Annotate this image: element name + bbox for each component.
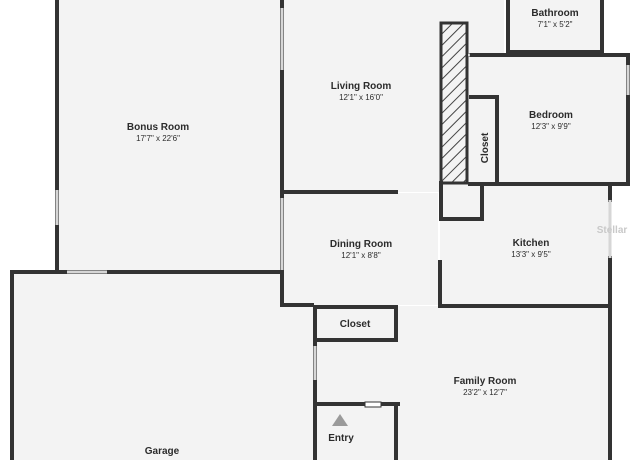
bonus-room-dims: 17'7" x 22'6" [136,134,180,143]
bathroom-floor [510,0,602,52]
openings [55,8,630,380]
entry-arrow-icon [332,414,348,426]
kitchen-floor [440,185,610,306]
garage-name: Garage [145,446,180,457]
floor-fills [12,0,628,460]
bonus-room-floor [57,0,282,272]
kitchen-dims: 13'3" x 9'5" [511,250,551,259]
chimney-hatch [439,21,469,185]
walls [10,0,630,460]
watermark: Stellar [597,225,628,236]
dining-room-name: Dining Room [330,239,392,250]
closet-floor [472,98,497,182]
hall-closet-name: Closet [340,319,371,330]
bedroom-dims: 12'3" x 9'9" [531,122,571,131]
bathroom-dims: 7'1" x 5'2" [538,20,573,29]
bedroom-name: Bedroom [529,110,573,121]
living-room-name: Living Room [331,81,392,92]
dining-room-dims: 12'1" x 8'8" [341,251,381,260]
bonus-room-name: Bonus Room [127,122,189,133]
family-room-floor [284,306,610,460]
bathroom-name: Bathroom [531,8,578,19]
kitchen-name: Kitchen [513,238,550,249]
living-room-dims: 12'1" x 16'0" [339,93,383,102]
window-small [364,401,382,408]
bedroom-closet-name: Closet [480,132,491,163]
entry-name: Entry [328,433,354,444]
family-room-name: Family Room [454,376,517,387]
garage-floor [12,272,312,460]
family-room-dims: 23'2" x 12'7" [463,388,507,397]
